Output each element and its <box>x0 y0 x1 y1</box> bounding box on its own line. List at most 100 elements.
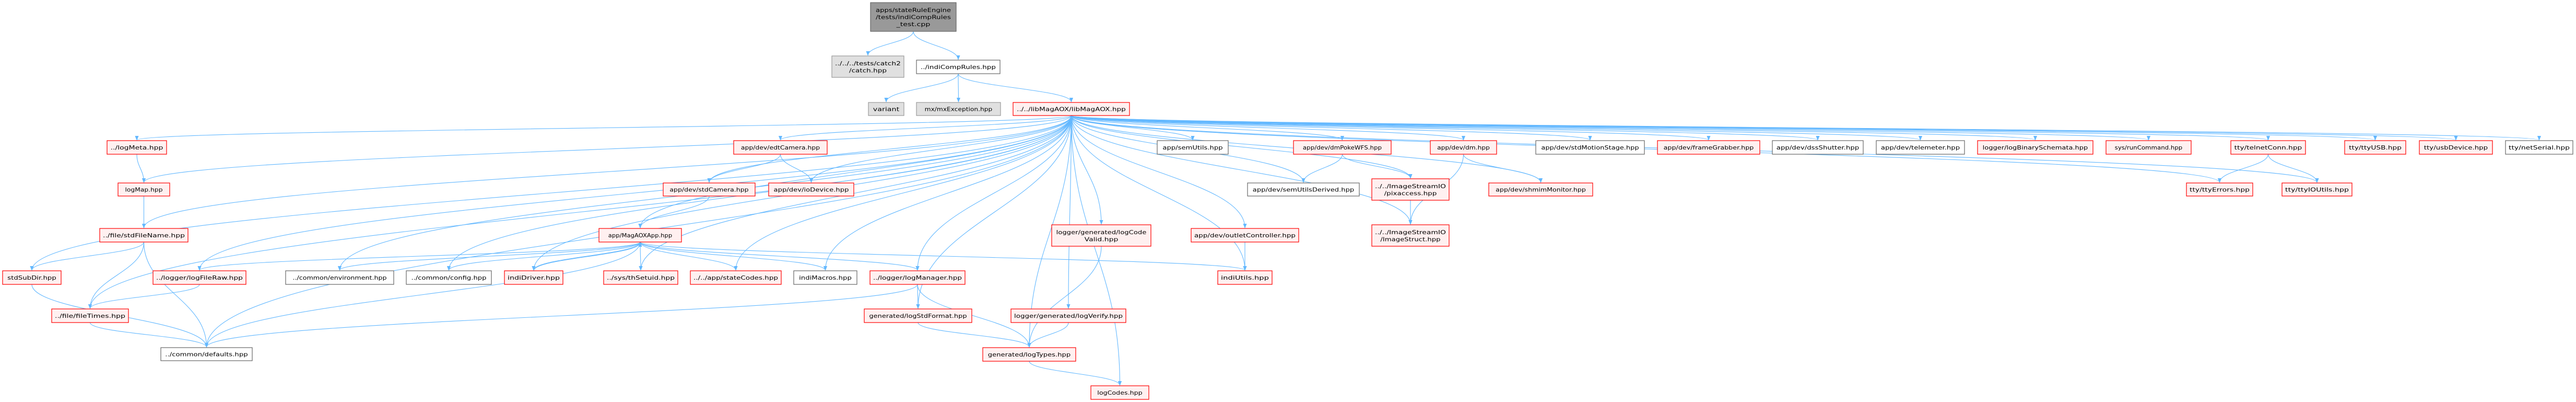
node-variant[interactable]: variant <box>868 102 904 116</box>
node-label: ../common/environment.hpp <box>293 274 387 281</box>
node-label: tty/ttyUSB.hpp <box>2349 144 2402 151</box>
node-dmPokeWFS[interactable]: app/dev/dmPokeWFS.hpp <box>1293 140 1392 155</box>
node-shmimMonitor[interactable]: app/dev/shmimMonitor.hpp <box>1488 182 1593 197</box>
node-box <box>1488 182 1593 197</box>
node-config[interactable]: ../common/config.hpp <box>406 270 492 285</box>
edge-libMagAOX-to-indiUtils <box>1071 115 1247 271</box>
node-telemeter[interactable]: app/dev/telemeter.hpp <box>1876 140 1965 155</box>
node-logStdFormat[interactable]: generated/logStdFormat.hpp <box>864 308 972 323</box>
node-fileTimes[interactable]: ../file/fileTimes.hpp <box>51 308 129 323</box>
node-box <box>864 308 972 323</box>
node-label: tty/ttyIOUtils.hpp <box>2285 187 2349 193</box>
node-box <box>2106 140 2192 155</box>
node-box <box>733 140 828 155</box>
node-outletController[interactable]: app/dev/outletController.hpp <box>1191 228 1299 243</box>
edge-libMagAOX-to-logVerify <box>1066 115 1072 309</box>
node-pixaccess[interactable]: ../../ImageStreamIO/pixaccess.hpp <box>1371 178 1450 201</box>
edge-libMagAOX-to-config <box>446 115 1072 271</box>
node-stdCamera[interactable]: app/dev/stdCamera.hpp <box>663 182 756 197</box>
edge-libMagAOX-to-ttyErrors <box>1071 115 2221 183</box>
node-libMagAOX[interactable]: ../../libMagAOX/libMagAOX.hpp <box>1013 102 1130 116</box>
node-ioDevice[interactable]: app/dev/ioDevice.hpp <box>768 182 854 197</box>
node-indiDriver[interactable]: indiDriver.hpp <box>504 270 563 285</box>
node-label: variant <box>873 106 900 113</box>
node-logFileRaw[interactable]: ../logger/logFileRaw.hpp <box>152 270 246 285</box>
node-stdMotionStage[interactable]: app/dev/stdMotionStage.hpp <box>1535 140 1645 155</box>
node-ImageStruct[interactable]: ../../ImageStreamIO/ImageStruct.hpp <box>1371 224 1450 247</box>
edge-edtCamera-to-stdCamera <box>707 154 781 183</box>
node-logMap[interactable]: logMap.hpp <box>117 182 170 197</box>
node-label: ../indiCompRules.hpp <box>921 64 996 71</box>
node-label: indiUtils.hpp <box>1221 274 1269 281</box>
edge-MagAOXApp-to-config <box>447 242 641 271</box>
node-runCommand[interactable]: sys/runCommand.hpp <box>2106 140 2192 155</box>
node-logCodes[interactable]: logCodes.hpp <box>1090 385 1149 400</box>
edge-MagAOXApp-to-environment <box>338 242 641 271</box>
node-box <box>1657 140 1760 155</box>
edge-MagAOXApp-to-thSetuid <box>639 242 643 271</box>
node-dm[interactable]: app/dev/dm.hpp <box>1430 140 1497 155</box>
node-label: stdSubDir.hpp <box>7 274 56 281</box>
node-logBinarySchemata[interactable]: logger/logBinarySchemata.hpp <box>1977 140 2093 155</box>
node-MagAOXApp[interactable]: app/MagAOXApp.hpp <box>598 228 682 243</box>
node-ttyIOUtils[interactable]: tty/ttyIOUtils.hpp <box>2281 182 2352 197</box>
node-box <box>2281 182 2352 197</box>
node-box <box>869 270 966 285</box>
node-logMeta[interactable]: ../logMeta.hpp <box>107 140 167 155</box>
edge-libMagAOX-to-dm <box>1071 115 1465 141</box>
node-label: app/dev/dssShutter.hpp <box>1777 144 1859 151</box>
node-label: app/dev/semUtilsDerived.hpp <box>1253 187 1354 193</box>
node-semUtilsDerived[interactable]: app/dev/semUtilsDerived.hpp <box>1247 182 1360 197</box>
node-indiUtils[interactable]: indiUtils.hpp <box>1217 270 1273 285</box>
edge-stdCamera-to-MagAOXApp <box>638 196 710 228</box>
edge-stdFileName-to-defaults <box>143 242 209 348</box>
node-ttyUSB[interactable]: tty/ttyUSB.hpp <box>2344 140 2406 155</box>
node-indiCompRules[interactable]: ../indiCompRules.hpp <box>916 60 1001 74</box>
edge-MagAOXApp-to-indiUtils <box>640 242 1247 271</box>
edge-logMeta-to-logMap <box>136 154 146 183</box>
node-mxException[interactable]: mx/mxException.hpp <box>916 102 1001 116</box>
node-box <box>916 60 1001 74</box>
edge-MagAOXApp-to-stateCodes <box>640 242 738 271</box>
node-box <box>1371 178 1450 201</box>
node-box <box>51 308 129 323</box>
node-semUtils[interactable]: app/semUtils.hpp <box>1157 140 1229 155</box>
node-label: ../logger/logManager.hpp <box>873 274 962 281</box>
node-catch[interactable]: ../../../tests/catch2/catch.hpp <box>831 55 904 78</box>
node-logManager[interactable]: ../logger/logManager.hpp <box>869 270 966 285</box>
node-label: /ImageStruct.hpp <box>1380 236 1440 243</box>
edge-libMagAOX-to-logTypes <box>1027 115 1072 348</box>
node-indiMacros[interactable]: indiMacros.hpp <box>793 270 857 285</box>
node-stateCodes[interactable]: ../../app/stateCodes.hpp <box>690 270 782 285</box>
edge-dm-to-shmimMonitor <box>1463 154 1543 183</box>
node-logTypes[interactable]: generated/logTypes.hpp <box>982 347 1076 362</box>
node-label: logMap.hpp <box>125 187 163 193</box>
node-defaults[interactable]: ../common/defaults.hpp <box>160 347 253 361</box>
node-box <box>982 347 1076 362</box>
edge-indiCompRules-to-libMagAOX <box>958 73 1074 102</box>
node-label: Valid.hpp <box>1085 236 1119 243</box>
node-ttyErrors[interactable]: tty/ttyErrors.hpp <box>2186 182 2253 197</box>
node-label: app/MagAOXApp.hpp <box>608 232 672 239</box>
node-dssShutter[interactable]: app/dev/dssShutter.hpp <box>1772 140 1864 155</box>
edge-telnetConn-to-ttyIOUtils <box>2267 154 2319 183</box>
edge-libMagAOX-to-netSerial <box>1071 115 2541 141</box>
node-stdFileName[interactable]: ../file/stdFileName.hpp <box>99 228 189 243</box>
node-environment[interactable]: ../common/environment.hpp <box>285 270 394 285</box>
edge-edtCamera-to-ioDevice <box>780 154 814 183</box>
edge-libMagAOX-to-indiMacros <box>823 115 1072 271</box>
node-thSetuid[interactable]: ../sys/thSetuid.hpp <box>603 270 678 285</box>
node-logVerify[interactable]: logger/generated/logVerify.hpp <box>1010 308 1126 323</box>
node-edtCamera[interactable]: app/dev/edtCamera.hpp <box>733 140 828 155</box>
node-telnetConn[interactable]: tty/telnetConn.hpp <box>2230 140 2306 155</box>
node-stdSubDir[interactable]: stdSubDir.hpp <box>2 270 62 285</box>
node-netSerial[interactable]: tty/netSerial.hpp <box>2505 140 2573 155</box>
node-frameGrabber[interactable]: app/dev/frameGrabber.hpp <box>1657 140 1760 155</box>
node-label: ../../ImageStreamIO <box>1375 229 1446 236</box>
node-root[interactable]: apps/stateRuleEngine/tests/indiCompRules… <box>870 2 957 32</box>
node-label: app/dev/ioDevice.hpp <box>774 187 849 193</box>
edge-libMagAOX-to-logCodes <box>1071 115 1122 386</box>
node-usbDevice[interactable]: tty/usbDevice.hpp <box>2419 140 2493 155</box>
